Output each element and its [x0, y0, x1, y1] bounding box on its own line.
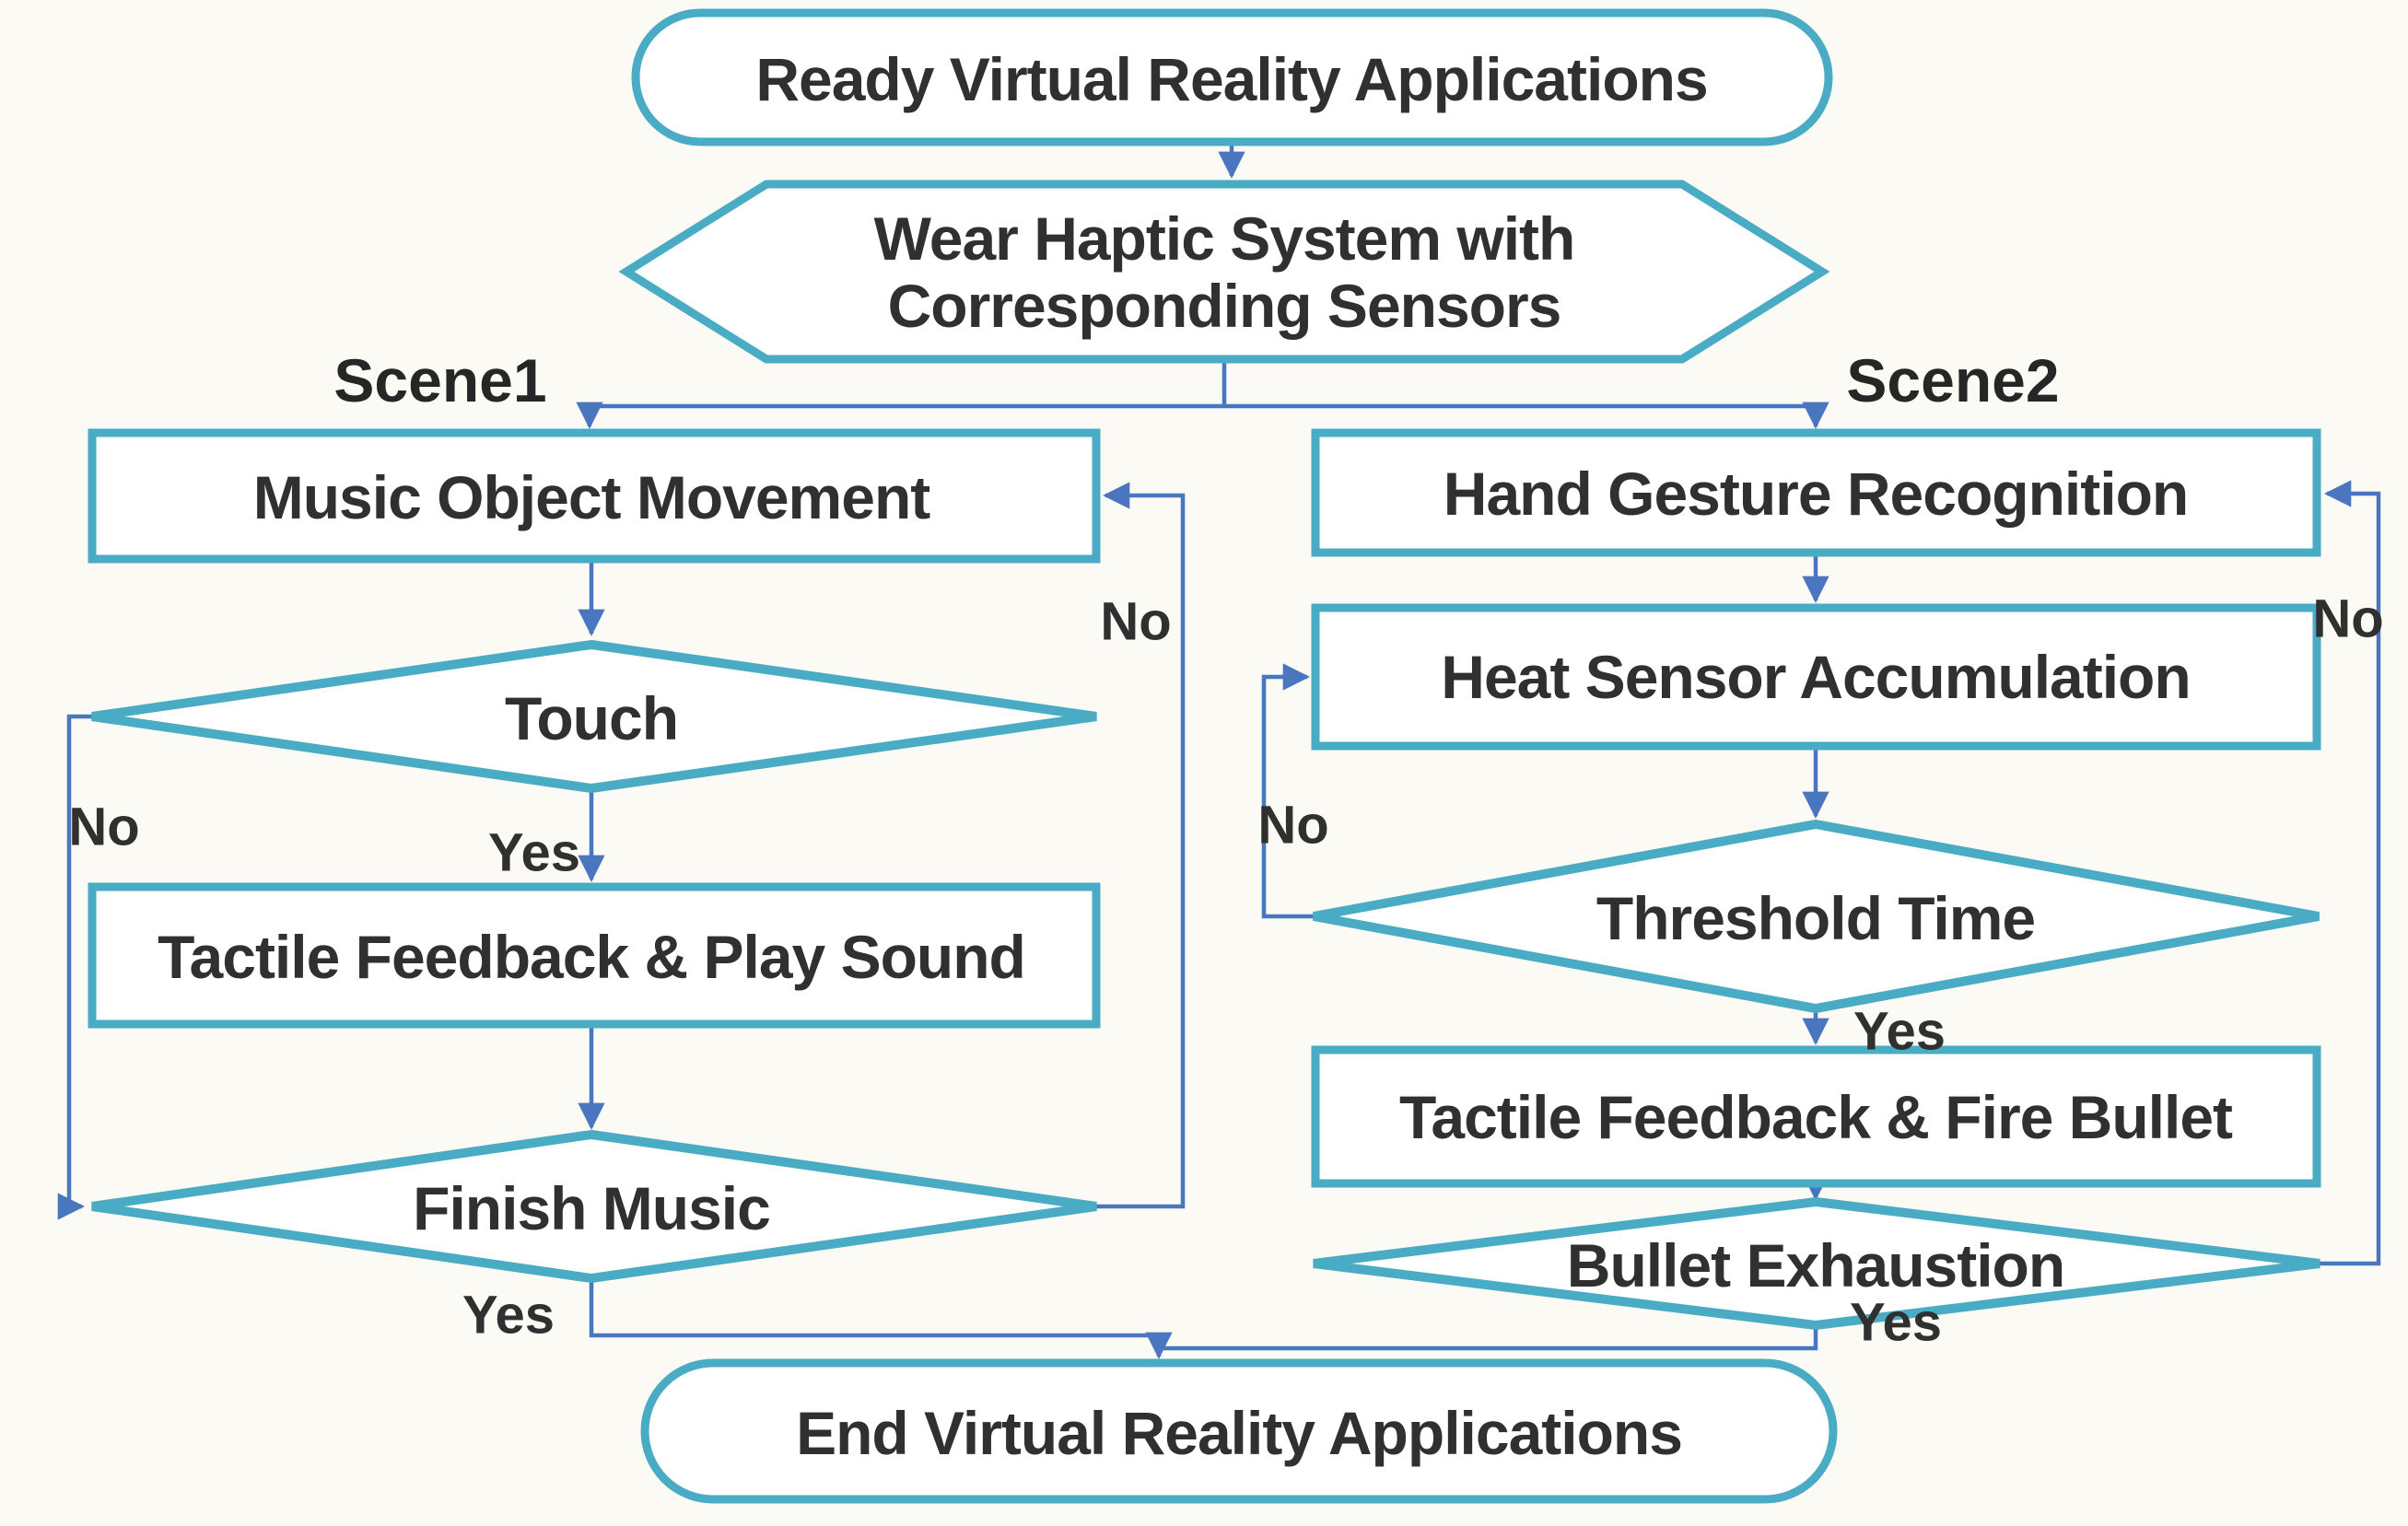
finish-decision-shape [91, 1129, 1097, 1284]
bullet-label: Bullet Exhaustion [1567, 1231, 2064, 1299]
label-bullet-yes: Yes [1850, 1293, 1942, 1353]
node-hand-gesture-recognition: Hand Gesture Recognition [1311, 428, 2321, 557]
touch-decision-shape [91, 639, 1097, 794]
node-end: End Virtual Reality Applications [640, 1358, 1838, 1504]
edge-touch-no-to-finish [57, 714, 92, 1220]
label-finish-no: No [1100, 592, 1171, 652]
end-terminator-shape [640, 1358, 1838, 1504]
edge-bullet-yes-route [1159, 1325, 1818, 1351]
finish-label: Finish Music [413, 1174, 770, 1242]
threshold-label: Threshold Time [1596, 884, 2035, 952]
label-bullet-no: No [2312, 589, 2383, 649]
label-touch-no: No [68, 798, 139, 857]
edge-split-to-scene2 [1224, 402, 1829, 429]
label-threshold-no: No [1257, 796, 1328, 856]
edge-bullet-no-loop [2320, 480, 2381, 1266]
node-music-object-movement: Music Object Movement [88, 428, 1101, 564]
node-bullet-exhaustion-decision: Bullet Exhaustion [1313, 1196, 2320, 1331]
edge-threshold-no-loop [1261, 663, 1314, 919]
node-tactile-play-sound: Tactile Feedback & Play Sound [88, 882, 1101, 1029]
threshold-decision-shape [1313, 819, 2320, 1014]
wear-label-line1: Wear Haptic System with [874, 204, 1575, 273]
start-label: Ready Virtual Reality Applications [755, 45, 1707, 113]
label-touch-yes: Yes [488, 823, 580, 883]
tactile-fire-process-shape [1311, 1045, 2321, 1188]
node-heat-sensor-accumulation: Heat Sensor Accumulation [1311, 603, 2321, 751]
tactile-play-label: Tactile Feedback & Play Sound [158, 923, 1025, 991]
music-label: Music Object Movement [253, 463, 931, 531]
hand-process-shape [1311, 428, 2321, 557]
bullet-decision-shape [1313, 1196, 2320, 1331]
label-finish-yes: Yes [462, 1286, 555, 1345]
start-terminator-shape [631, 8, 1833, 146]
node-start: Ready Virtual Reality Applications [631, 8, 1833, 146]
edge-split-to-scene1 [576, 402, 1224, 429]
edge-finish-no-loop [1096, 482, 1186, 1209]
edge-finish-yes-route [589, 1278, 1162, 1338]
node-threshold-time-decision: Threshold Time [1313, 819, 2320, 1014]
scene1-label: Scene1 [333, 346, 546, 414]
wear-preparation-shape [618, 180, 1830, 364]
music-process-shape [88, 428, 1101, 564]
touch-label: Touch [505, 684, 678, 752]
label-threshold-yes: Yes [1853, 1002, 1946, 1062]
end-label: End Virtual Reality Applications [796, 1399, 1682, 1467]
heat-label: Heat Sensor Accumulation [1441, 643, 2190, 711]
scene2-label: Scene2 [1846, 346, 2059, 414]
tactile-play-process-shape [88, 882, 1101, 1029]
node-touch-decision: Touch [91, 639, 1097, 794]
edge-labels: No Yes No Yes No Yes No Yes [68, 589, 2383, 1353]
node-wear-haptic: Wear Haptic System with Corresponding Se… [618, 180, 1830, 364]
wear-label-line2: Corresponding Sensors [888, 272, 1561, 340]
tactile-fire-label: Tactile Feedback & Fire Bullet [1399, 1083, 2233, 1151]
hand-label: Hand Gesture Recognition [1444, 460, 2188, 528]
heat-process-shape [1311, 603, 2321, 751]
edges [57, 144, 2381, 1359]
node-tactile-fire-bullet: Tactile Feedback & Fire Bullet [1311, 1045, 2321, 1188]
node-finish-music-decision: Finish Music [91, 1129, 1097, 1284]
